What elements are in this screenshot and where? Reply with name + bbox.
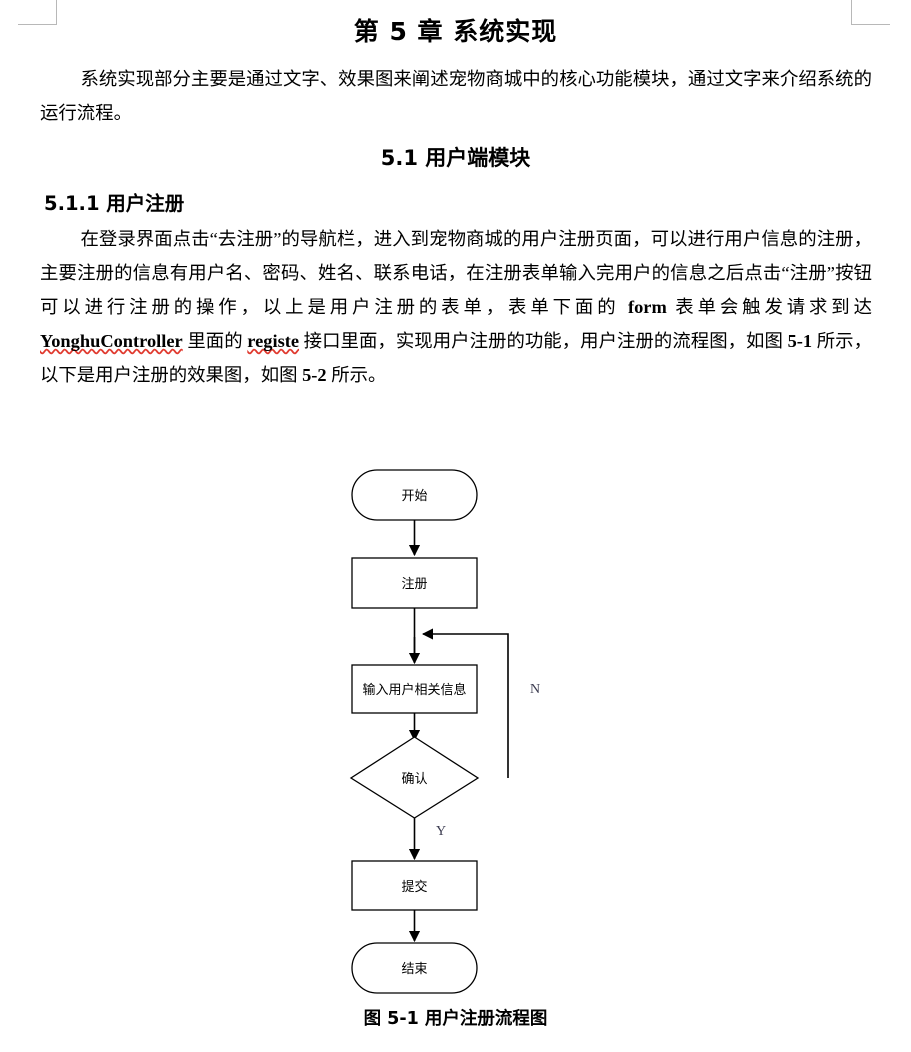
figure-caption-5-1: 图 5-1 用户注册流程图: [363, 1009, 548, 1029]
chapter-title: 第 5 章 系统实现: [353, 17, 558, 46]
body-text-part-5: 所示，以下是用户注册的效果图，如图: [40, 331, 872, 385]
intro-paragraph: 系统实现部分主要是通过文字、效果图来阐述宠物商城中的核心功能模块，通过文字来介绍…: [40, 69, 872, 123]
flow-node-input-info-label: 输入用户相关信息: [362, 682, 466, 698]
flow-arrow-loop-back-no: [421, 628, 509, 778]
page-crop-mark-top-right: [851, 0, 890, 25]
flow-node-register-label: 注册: [401, 577, 427, 592]
body-paragraph-block: 在登录界面点击“去注册”的导航栏，进入到宠物商城的用户注册页面，可以进行用户信息…: [40, 222, 872, 392]
section-heading-5-1: 5.1 用户端模块: [380, 146, 531, 170]
intro-paragraph-block: 系统实现部分主要是通过文字、效果图来阐述宠物商城中的核心功能模块，通过文字来介绍…: [40, 62, 872, 130]
flow-node-submit-label: 提交: [401, 879, 427, 895]
body-text-part-4: 接口里面，实现用户注册的功能，用户注册的流程图，如图: [299, 331, 788, 351]
code-yonghucontroller: YonghuController: [40, 331, 183, 351]
flow-node-register: 注册: [351, 557, 478, 609]
flow-node-confirm-label: 确认: [401, 772, 427, 787]
page-crop-mark-top-left: [18, 0, 57, 25]
body-text-part-3: 里面的: [182, 331, 248, 351]
flow-node-confirm: 确认: [349, 736, 480, 819]
figure-ref-5-1: 5-1: [787, 331, 813, 351]
body-paragraph: 在登录界面点击“去注册”的导航栏，进入到宠物商城的用户注册页面，可以进行用户信息…: [40, 222, 872, 392]
flow-branch-label-yes: Y: [436, 824, 446, 839]
body-text-part-6: 所示。: [326, 365, 387, 385]
flow-node-input-info: 输入用户相关信息: [351, 664, 478, 714]
code-form: form: [627, 297, 667, 317]
body-text-part-2: 表单会触发请求到达: [666, 297, 872, 317]
flow-node-start: 开始: [351, 469, 478, 521]
flow-node-end-label: 结束: [401, 962, 427, 977]
code-registe: registe: [247, 331, 300, 351]
user-registration-flowchart: 开始 注册 输入用户相关信息 确认 N Y: [0, 455, 911, 1015]
flow-node-submit: 提交: [351, 860, 478, 911]
body-text-part-1: 在登录界面点击“去注册”的导航栏，进入到宠物商城的用户注册页面，可以进行用户信息…: [40, 229, 872, 317]
figure-ref-5-2: 5-2: [302, 365, 327, 385]
flow-branch-label-no: N: [530, 682, 540, 697]
subsection-heading-5-1-1: 5.1.1 用户注册: [44, 192, 185, 215]
flow-node-start-label: 开始: [401, 489, 427, 504]
flow-node-end: 结束: [351, 942, 478, 994]
